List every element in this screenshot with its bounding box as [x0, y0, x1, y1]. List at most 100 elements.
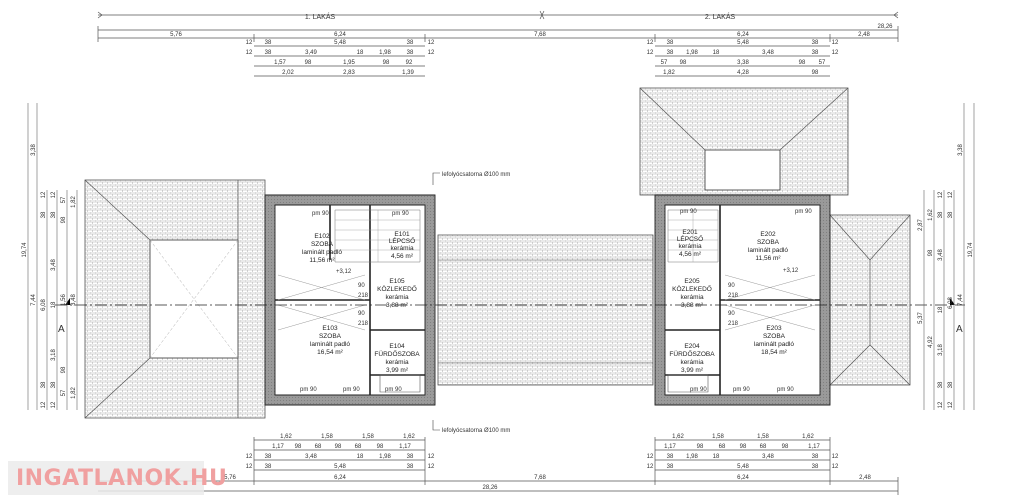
dimension-value: 1,58 [757, 434, 769, 440]
dimension-value: 38 [938, 211, 944, 218]
dimension-value: 12 [51, 191, 57, 198]
dimension-value: 57 [61, 196, 67, 203]
svg-text:LÉPCSŐ: LÉPCSŐ [389, 236, 415, 245]
dimension-value: 1,62 [802, 434, 814, 440]
dimension-value: 1,17 [399, 444, 411, 450]
dimension-value: 12 [428, 454, 435, 460]
window-label: pm 90 [392, 211, 409, 217]
dimension-value: 6,24 [737, 32, 749, 38]
svg-text:3,99 m²: 3,99 m² [386, 367, 409, 374]
dimension-value: 1,62 [403, 434, 415, 440]
dimension-value: 18 [713, 50, 720, 56]
dimension-value: 38 [812, 40, 819, 46]
level-mark: +3,12 [783, 268, 799, 274]
dimension-value: 38 [812, 454, 819, 460]
window-label: pm 90 [777, 387, 794, 393]
dimension-value: 19,74 [968, 242, 974, 258]
window-label: pm 90 [680, 209, 697, 215]
dimension-value: 38 [667, 40, 674, 46]
svg-text:SZOBA: SZOBA [311, 241, 334, 248]
apartment-1-label: 1. LAKÁS [305, 12, 336, 21]
dimension-value: 1,62 [928, 209, 934, 221]
dimension-value: 98 [61, 366, 67, 373]
dimension-value: 5,48 [737, 40, 749, 46]
svg-text:E102: E102 [314, 233, 330, 240]
svg-text:E203: E203 [766, 325, 782, 332]
svg-text:3,88 m²: 3,88 m² [681, 302, 704, 309]
svg-text:LÉPCSŐ: LÉPCSŐ [677, 234, 703, 243]
door-width: 90 [728, 283, 735, 289]
dimension-value: 98 [335, 444, 342, 450]
middle-roof [437, 234, 654, 386]
dimension-value: 3,38 [958, 144, 964, 156]
dimension-value: 38 [667, 464, 674, 470]
dimension-value: 98 [295, 444, 302, 450]
dimension-value: 18 [357, 454, 364, 460]
svg-text:11,56 m²: 11,56 m² [755, 255, 781, 262]
dimension-value: 38 [51, 381, 57, 388]
right-upper-roof [639, 87, 849, 196]
svg-text:laminált padló: laminált padló [302, 249, 342, 256]
dimension-value: 92 [406, 60, 413, 66]
svg-text:kerámia: kerámia [678, 243, 702, 250]
dimension-value: 68 [355, 444, 362, 450]
dimension-value: 38 [812, 50, 819, 56]
dimension-value: 1,98 [686, 454, 698, 460]
window-label: pm 90 [300, 387, 317, 393]
dimension-value: 6,24 [334, 32, 346, 38]
dimension-value: 68 [760, 444, 767, 450]
left-roof [84, 179, 266, 419]
dimension-value: 12 [938, 401, 944, 408]
dimension-value: 12 [41, 191, 47, 198]
dimension-value: 1,17 [664, 444, 676, 450]
right-side-roof [829, 214, 911, 386]
window-label: pm 90 [690, 387, 707, 393]
svg-text:kerámia: kerámia [385, 359, 409, 366]
dimension-value: 38 [41, 381, 47, 388]
dimension-value: 12 [647, 464, 654, 470]
dimension-value: 98 [305, 60, 312, 66]
svg-text:SZOBA: SZOBA [763, 333, 786, 340]
dimension-value: 28,26 [482, 485, 498, 491]
dimension-value: 38 [667, 454, 674, 460]
dimension-value: 3,48 [938, 249, 944, 261]
dimension-value: 38 [948, 211, 954, 218]
dimension-value: 1,82 [663, 70, 675, 76]
svg-text:11,56 m²: 11,56 m² [309, 257, 335, 264]
svg-text:SZOBA: SZOBA [319, 333, 342, 340]
dimension-value: 18 [713, 454, 720, 460]
dimension-value: 1,82 [71, 196, 77, 208]
svg-text:FÜRDŐSZOBA: FÜRDŐSZOBA [669, 349, 715, 358]
dimension-value: 12 [428, 50, 435, 56]
dimension-value: 2,48 [858, 32, 870, 38]
dimension-value: 5,76 [224, 475, 236, 481]
dimension-value: 57 [661, 60, 668, 66]
dimension-value: 12 [647, 50, 654, 56]
svg-text:FÜRDŐSZOBA: FÜRDŐSZOBA [374, 349, 420, 358]
dimension-value: 6,24 [334, 475, 346, 481]
dimension-value: 12 [647, 454, 654, 460]
dimension-value: 98 [799, 60, 806, 66]
dimension-value: 12 [832, 50, 839, 56]
svg-text:E204: E204 [684, 343, 700, 350]
dimension-value: 2,83 [343, 70, 355, 76]
dimension-value: 12 [832, 40, 839, 46]
dimension-value: 1,82 [71, 387, 77, 399]
dimension-value: 38 [407, 454, 414, 460]
door-height: 218 [728, 321, 739, 327]
dimension-value: 38 [407, 40, 414, 46]
dimension-value: 38 [812, 464, 819, 470]
dimension-value: 3,38 [737, 60, 749, 66]
svg-text:SZOBA: SZOBA [757, 239, 780, 246]
dimension-value: 38 [667, 50, 674, 56]
dimension-value: 5,48 [334, 40, 346, 46]
svg-text:E104: E104 [389, 343, 405, 350]
dimension-value: 12 [938, 191, 944, 198]
svg-text:E101: E101 [394, 231, 410, 238]
dimension-value: 12 [246, 40, 253, 46]
